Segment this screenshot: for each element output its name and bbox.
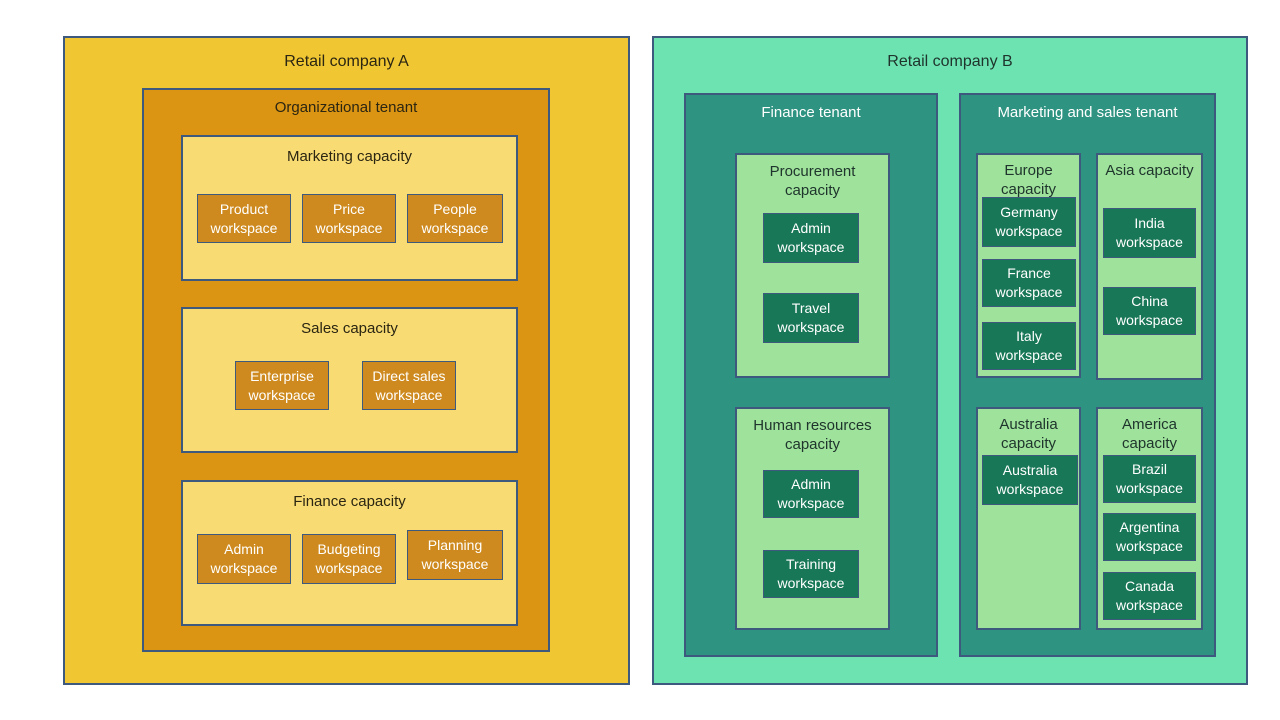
workspace-travel: Travel workspace [763, 293, 859, 343]
workspace-argentina: Argentina workspace [1103, 513, 1196, 561]
workspace-italy: Italy workspace [982, 322, 1076, 370]
company-b-box: Retail company B Finance tenant Procurem… [652, 36, 1248, 685]
marketing-sales-tenant-title: Marketing and sales tenant [997, 104, 1178, 121]
company-b-title: Retail company B [887, 53, 1013, 70]
finance-tenant-title: Finance tenant [761, 104, 861, 121]
capacity-asia-box: Asia capacity India workspace China work… [1096, 153, 1203, 380]
workspace-canada: Canada workspace [1103, 572, 1196, 620]
capacity-australia-title: Australia capacity [999, 416, 1058, 452]
capacity-europe-box: Europe capacity Germany workspace France… [976, 153, 1081, 378]
capacity-finance-box: Finance capacity Admin workspace Budgeti… [181, 480, 518, 626]
workspace-product: Product workspace [197, 194, 291, 243]
finance-tenant-box: Finance tenant Procurement capacity Admi… [684, 93, 938, 657]
workspace-brazil: Brazil workspace [1103, 455, 1196, 503]
workspace-australia: Australia workspace [982, 455, 1078, 505]
workspace-planning: Planning workspace [407, 530, 503, 580]
capacity-australia-box: Australia capacity Australia workspace [976, 407, 1081, 630]
workspace-direct-sales: Direct sales workspace [362, 361, 456, 410]
capacity-human-resources-title: Human resources capacity [753, 417, 872, 453]
capacity-human-resources-box: Human resources capacity Admin workspace… [735, 407, 890, 630]
organizational-tenant-title: Organizational tenant [274, 99, 418, 116]
capacity-asia-title: Asia capacity [1105, 162, 1194, 179]
capacity-marketing-box: Marketing capacity Product workspace Pri… [181, 135, 518, 281]
workspace-enterprise: Enterprise workspace [235, 361, 329, 410]
workspace-admin-hr: Admin workspace [763, 470, 859, 518]
capacity-finance-title: Finance capacity [293, 493, 406, 510]
capacity-america-box: America capacity Brazil workspace Argent… [1096, 407, 1203, 630]
capacity-sales-title: Sales capacity [301, 320, 398, 337]
marketing-sales-tenant-box: Marketing and sales tenant Europe capaci… [959, 93, 1216, 657]
workspace-germany: Germany workspace [982, 197, 1076, 247]
workspace-budgeting: Budgeting workspace [302, 534, 396, 584]
workspace-india: India workspace [1103, 208, 1196, 258]
workspace-admin-finance: Admin workspace [197, 534, 291, 584]
workspace-price: Price workspace [302, 194, 396, 243]
capacity-sales-box: Sales capacity Enterprise workspace Dire… [181, 307, 518, 453]
workspace-training: Training workspace [763, 550, 859, 598]
capacity-america-title: America capacity [1121, 416, 1178, 452]
capacity-procurement-title: Procurement capacity [769, 163, 856, 199]
workspace-france: France workspace [982, 259, 1076, 307]
capacity-marketing-title: Marketing capacity [286, 148, 413, 165]
organizational-tenant-box: Organizational tenant Marketing capacity… [142, 88, 550, 652]
workspace-china: China workspace [1103, 287, 1196, 335]
capacity-procurement-box: Procurement capacity Admin workspace Tra… [735, 153, 890, 378]
company-a-title: Retail company A [284, 53, 409, 70]
workspace-admin-procurement: Admin workspace [763, 213, 859, 263]
capacity-europe-title: Europe capacity [1000, 162, 1057, 198]
workspace-people: People workspace [407, 194, 503, 243]
company-a-box: Retail company A Organizational tenant M… [63, 36, 630, 685]
